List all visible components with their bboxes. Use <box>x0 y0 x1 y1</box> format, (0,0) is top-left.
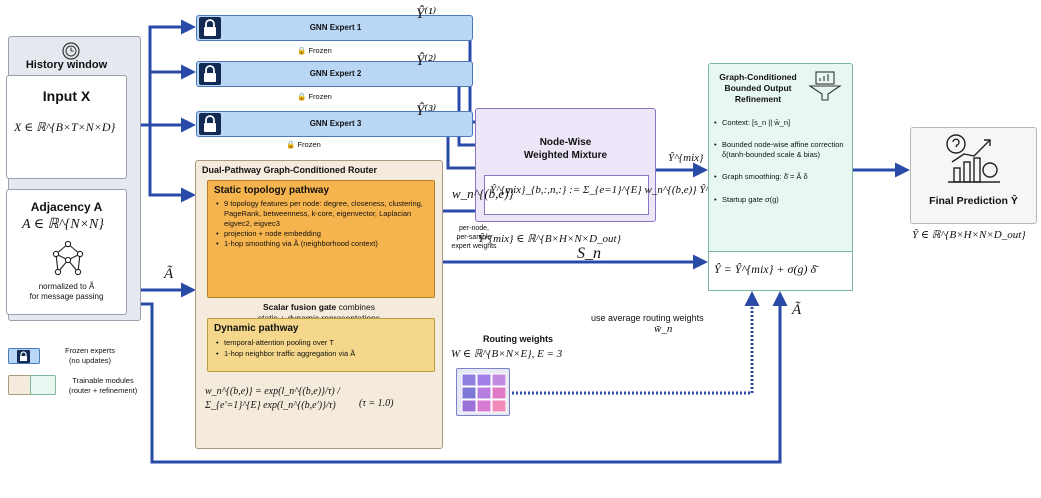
adjacency-title: Adjacency A <box>30 200 103 214</box>
expert-1-frozen-note: 🔒 Frozen <box>297 46 332 55</box>
legend-trainable-label: Trainable modules (router + refinement) <box>68 376 138 395</box>
static-item: 1-hop smoothing via Ã (neighborhood cont… <box>214 239 430 249</box>
final-prediction-label: Final Prediction Ŷ <box>929 195 1018 207</box>
refinement-items: Context: [s_n || w̄_n] Bounded node-wise… <box>712 118 849 217</box>
refinement-equation: Ŷ = Ŷ^{mix} + σ(g) δ̄ <box>714 262 817 276</box>
expert-3-frozen-note: 🔒 Frozen <box>286 140 321 149</box>
gnn-expert-3-box: GNN Expert 3 <box>196 111 473 137</box>
legend-frozen-label: Frozen experts (no updates) <box>64 346 116 365</box>
expert-2-output-label: Ŷ⁽²⁾ <box>416 53 437 69</box>
legend-trainable-swatch-router <box>8 375 32 395</box>
refinement-item: Bounded node-wise affine correction δ(ta… <box>712 140 849 160</box>
dynamic-pathway-items: temporal-attention pooling over T 1-hop … <box>214 338 430 359</box>
refinement-item: Graph smoothing: δ̄ = Ã δ <box>712 172 849 182</box>
static-item: projection + node embedding <box>214 229 430 239</box>
adjacency-arrow-label-right: Ã <box>792 302 802 318</box>
arrow-adjacency-to-refinement <box>141 291 788 464</box>
input-x-box <box>6 75 127 179</box>
lock-icon <box>199 17 221 39</box>
expert-2-frozen-note: 🔒 Frozen <box>297 92 332 101</box>
history-window-title: History window <box>25 59 108 71</box>
expert-1-output-label: Ŷ⁽¹⁾ <box>416 6 437 22</box>
clock-icon <box>62 42 80 60</box>
static-pathway-items: 9 topology features per node: degree, cl… <box>214 199 430 248</box>
lock-icon <box>17 350 30 363</box>
input-x-title: Input X <box>42 88 91 104</box>
dynamic-pathway-title: Dynamic pathway <box>214 323 299 334</box>
ymix-arrow-label: Ŷ^{mix} <box>668 152 704 164</box>
refinement-title: Graph-Conditioned Bounded Output Refinem… <box>719 72 797 105</box>
adjacency-shape: A ∈ ℝ^{N×N} <box>22 217 104 232</box>
filter-chart-icon <box>808 71 842 101</box>
refinement-item: Context: [s_n || w̄_n] <box>712 118 849 128</box>
gnn-expert-1-box: GNN Expert 1 <box>196 15 473 41</box>
router-weight-label: w_n^{(b,e)} <box>452 186 514 201</box>
adjacency-arrow-label-left: Ã <box>164 266 174 282</box>
gnn-expert-1-label: GNN Expert 1 <box>309 23 362 32</box>
arrow-input-to-router <box>148 125 196 203</box>
temperature-label: (τ = 1.0) <box>359 398 394 409</box>
graph-icon <box>52 240 84 276</box>
router-title: Dual-Pathway Graph-Conditioned Router <box>202 165 378 175</box>
static-item: 9 topology features per node: degree, cl… <box>214 199 430 229</box>
arrow-routing-weights-to-refinement <box>512 291 760 395</box>
mixture-title: Node-Wise Weighted Mixture <box>523 137 608 161</box>
static-pathway-title: Static topology pathway <box>214 185 330 196</box>
lock-icon <box>199 63 221 85</box>
routing-weights-title: Routing weights <box>483 334 553 344</box>
gnn-expert-2-label: GNN Expert 2 <box>309 69 362 78</box>
input-x-shape: X ∈ ℝ^{B×T×N×D} <box>14 120 116 134</box>
refinement-equation-box <box>708 251 853 291</box>
gnn-expert-3-label: GNN Expert 3 <box>309 119 362 128</box>
lock-icon <box>199 113 221 135</box>
routing-weights-grid-icon <box>456 368 510 416</box>
sn-arrow-label: S_n <box>577 245 601 262</box>
mixture-equation-box <box>484 175 649 215</box>
refinement-item: Startup gate σ(g) <box>712 195 849 205</box>
prediction-chart-icon <box>946 134 1000 183</box>
dynamic-item: temporal-attention pooling over T <box>214 338 430 349</box>
expert-3-output-label: Ŷ⁽³⁾ <box>416 103 437 119</box>
final-output-shape: Ŷ ∈ ℝ^{B×H×N×D_out} <box>912 229 1026 241</box>
routing-weights-shape: W ∈ ℝ^{B×N×E}, E = 3 <box>451 348 563 360</box>
mixture-output-shape: Ŷ^{mix} ∈ ℝ^{B×H×N×D_out} <box>478 233 621 245</box>
weights-note: per-node, per-sample expert weights <box>451 225 497 251</box>
gnn-expert-2-box: GNN Expert 2 <box>196 61 473 87</box>
average-weights-label: use average routing weights <box>591 313 704 323</box>
softmax-equation: w_n^{(b,e)} = exp(l_n^{(b,e)}/τ) / Σ_{e'… <box>205 386 340 411</box>
legend-trainable-swatch-refinement <box>30 375 56 395</box>
dynamic-item: 1-hop neighbor traffic aggregation via Ã <box>214 349 430 360</box>
adjacency-note: normalized to Ã for message passing <box>29 282 104 301</box>
average-weights-symbol: w̄_n <box>654 323 673 335</box>
adjacency-box <box>6 189 127 315</box>
legend-frozen-swatch <box>8 348 40 364</box>
weight-matrix-icon <box>461 373 507 413</box>
mixture-equation: Ŷ^{mix}_{b,:,n,:} := Σ_{e=1}^{E} w_n^{(b… <box>490 184 773 196</box>
